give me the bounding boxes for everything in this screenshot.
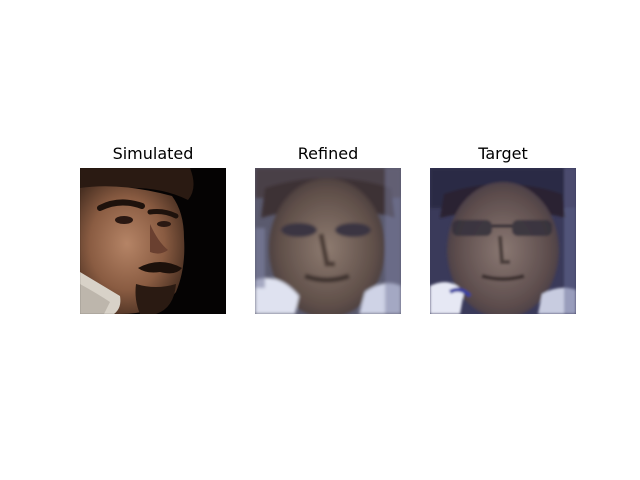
simulated-face-image	[80, 168, 226, 314]
panel-title-refined: Refined	[297, 144, 359, 163]
panel-target: Target	[430, 143, 576, 314]
panel-title-target: Target	[478, 144, 528, 163]
panel-refined: Refined	[255, 143, 401, 314]
panel-title-simulated: Simulated	[112, 144, 194, 163]
panel-simulated: Simulated	[80, 143, 226, 314]
refined-face-image	[255, 168, 401, 314]
target-face-image	[430, 168, 576, 314]
